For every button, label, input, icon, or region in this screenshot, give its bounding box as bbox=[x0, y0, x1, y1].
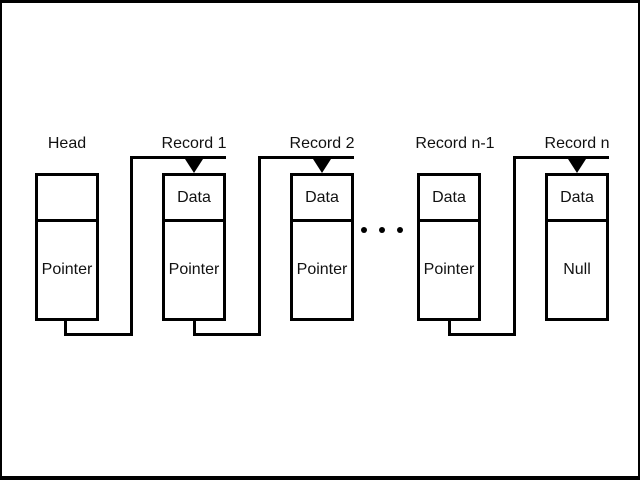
node-record-n-1-top-cell: Data bbox=[420, 176, 478, 222]
node-record-n-top-cell: Data bbox=[548, 176, 606, 222]
node-record-1: Data Pointer bbox=[162, 173, 226, 321]
arrowhead-down-icon bbox=[313, 159, 331, 173]
ellipsis-dot bbox=[397, 227, 403, 233]
node-record-n-bottom-cell: Null bbox=[563, 261, 591, 278]
arrowhead-down-icon bbox=[185, 159, 203, 173]
connector-segment bbox=[448, 333, 516, 336]
ellipsis-dot bbox=[361, 227, 367, 233]
node-label-record-n-1: Record n-1 bbox=[415, 135, 495, 152]
node-record-1-top-cell: Data bbox=[165, 176, 223, 222]
ellipsis-dot bbox=[379, 227, 385, 233]
node-label-record-2: Record 2 bbox=[289, 135, 355, 152]
node-label-head: Head bbox=[47, 135, 87, 152]
connector-segment bbox=[193, 333, 261, 336]
connector-segment bbox=[258, 156, 354, 159]
connector-segment bbox=[258, 156, 261, 336]
node-label-record-1: Record 1 bbox=[161, 135, 227, 152]
node-head-top-cell bbox=[38, 176, 96, 222]
node-record-n-1-bottom-cell: Pointer bbox=[423, 261, 475, 278]
connector-segment bbox=[448, 321, 451, 336]
node-record-2-bottom-cell: Pointer bbox=[296, 261, 348, 278]
connector-segment bbox=[130, 156, 226, 159]
arrowhead-down-icon bbox=[568, 159, 586, 173]
node-label-record-n: Record n bbox=[544, 135, 610, 152]
connector-segment bbox=[64, 321, 67, 336]
connector-segment bbox=[513, 156, 516, 336]
node-record-2-top-cell: Data bbox=[293, 176, 351, 222]
ellipsis-dots bbox=[361, 227, 403, 233]
connector-segment bbox=[193, 321, 196, 336]
connector-segment bbox=[513, 156, 609, 159]
node-record-n-1: Data Pointer bbox=[417, 173, 481, 321]
node-record-n: Data Null bbox=[545, 173, 609, 321]
node-head-bottom-cell: Pointer bbox=[41, 261, 93, 278]
connector-segment bbox=[130, 156, 133, 336]
connector-segment bbox=[64, 333, 133, 336]
node-head: Pointer bbox=[35, 173, 99, 321]
node-record-2: Data Pointer bbox=[290, 173, 354, 321]
node-record-1-bottom-cell: Pointer bbox=[168, 261, 220, 278]
